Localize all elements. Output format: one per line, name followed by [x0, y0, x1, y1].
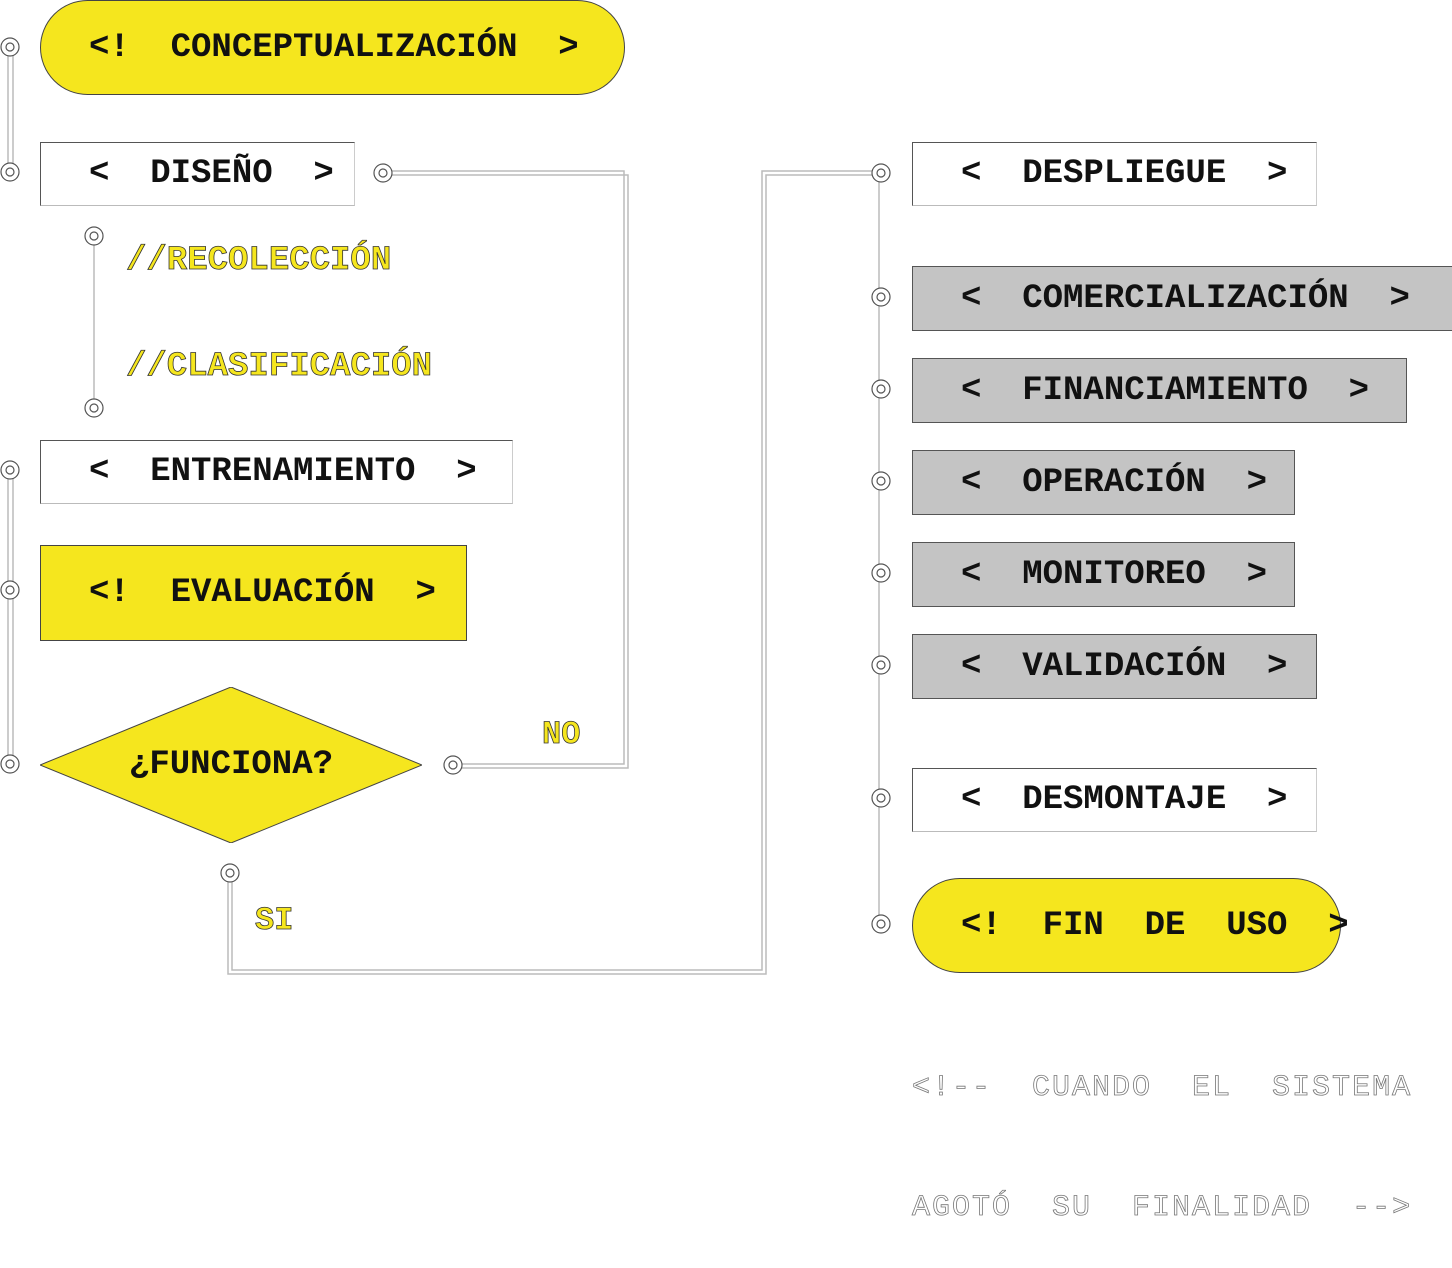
entrenamiento-node: < ENTRENAMIENTO >	[40, 440, 513, 504]
operacion-label: < OPERACIÓN >	[961, 463, 1268, 502]
conceptualizacion-label: <! CONCEPTUALIZACIÓN >	[89, 28, 579, 67]
diseno-node: < DISEÑO >	[40, 142, 355, 206]
financiamiento-label: < FINANCIAMIENTO >	[961, 371, 1370, 410]
despliegue-label: < DESPLIEGUE >	[961, 155, 1288, 193]
end-note: <!-- CUANDO EL SISTEMA AGOTÓ SU FINALIDA…	[912, 988, 1412, 1268]
conceptualizacion-node: <! CONCEPTUALIZACIÓN >	[40, 0, 625, 95]
monitoreo-label: < MONITOREO >	[961, 555, 1268, 594]
monitoreo-node: < MONITOREO >	[912, 542, 1295, 607]
fin-de-uso-label: <! FIN DE USO >	[961, 906, 1349, 945]
desmontaje-node: < DESMONTAJE >	[912, 768, 1317, 832]
decision-diamond	[40, 687, 422, 843]
si-label: SI	[255, 902, 294, 940]
fin-de-uso-node: <! FIN DE USO >	[912, 878, 1349, 973]
decision-label: ¿FUNCIONA?	[128, 746, 334, 784]
note-line-1: <!-- CUANDO EL SISTEMA	[912, 1071, 1413, 1106]
evaluacion-label: <! EVALUACIÓN >	[89, 574, 436, 612]
desmontaje-label: < DESMONTAJE >	[961, 781, 1288, 819]
comercializacion-label: < COMERCIALIZACIÓN >	[961, 279, 1410, 318]
recoleccion-label: //RECOLECCIÓN	[126, 242, 392, 281]
connector-wires	[0, 37, 891, 975]
validacion-node: < VALIDACIÓN >	[912, 634, 1317, 699]
diseno-label: < DISEÑO >	[89, 155, 334, 193]
financiamiento-node: < FINANCIAMIENTO >	[912, 358, 1407, 423]
note-line-2: AGOTÓ SU FINALIDAD -->	[912, 1191, 1413, 1226]
validacion-label: < VALIDACIÓN >	[961, 647, 1288, 686]
operacion-node: < OPERACIÓN >	[912, 450, 1295, 515]
clasificacion-label: //CLASIFICACIÓN	[126, 348, 433, 387]
node-circles	[0, 37, 891, 934]
comercializacion-node: < COMERCIALIZACIÓN >	[912, 266, 1452, 331]
no-label: NO	[542, 716, 581, 754]
evaluacion-node: <! EVALUACIÓN >	[40, 545, 467, 641]
despliegue-node: < DESPLIEGUE >	[912, 142, 1317, 206]
entrenamiento-label: < ENTRENAMIENTO >	[89, 453, 477, 491]
